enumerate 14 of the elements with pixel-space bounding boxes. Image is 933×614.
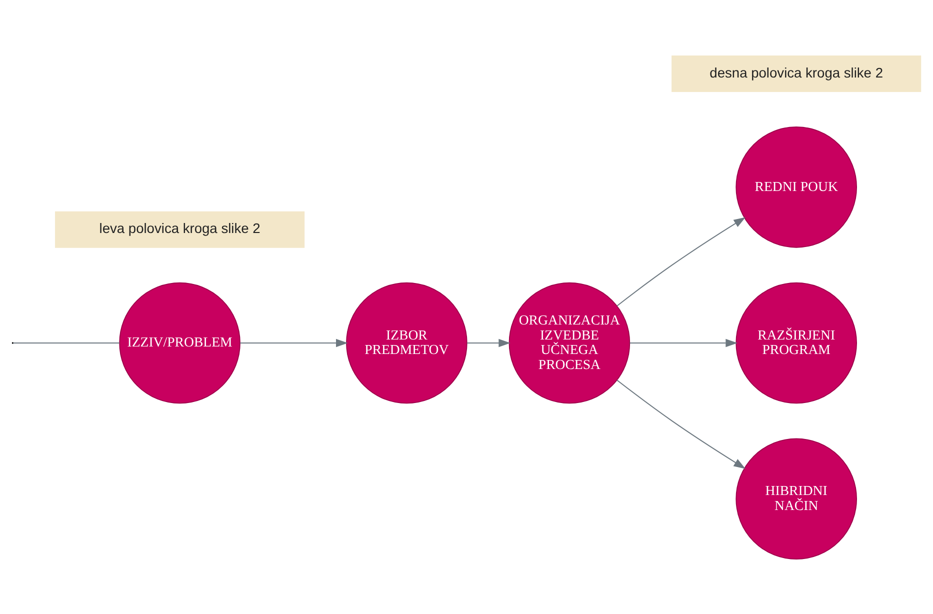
node-circle: IZZIV/PROBLEM [119, 282, 240, 404]
node-circle: REDNI POUK [736, 126, 857, 248]
node-box: leva polovica kroga slike 2 [55, 210, 305, 248]
arrow [629, 338, 738, 347]
arrow [240, 338, 348, 347]
node-box: desna polovica kroga slike 2 [672, 54, 922, 92]
node-circle: IZBOR PREDMETOV [346, 282, 468, 404]
node-circle: ORGANIZACIJA IZVEDBE UČNEGA PROCESA [508, 282, 630, 404]
node-circle: HIBRIDNI NAČIN [736, 438, 857, 560]
connector [12, 342, 120, 343]
arrow [616, 216, 746, 306]
arrow [466, 338, 511, 347]
arrow [616, 379, 746, 468]
node-circle: RAZŠIRJENI PROGRAM [736, 282, 857, 404]
